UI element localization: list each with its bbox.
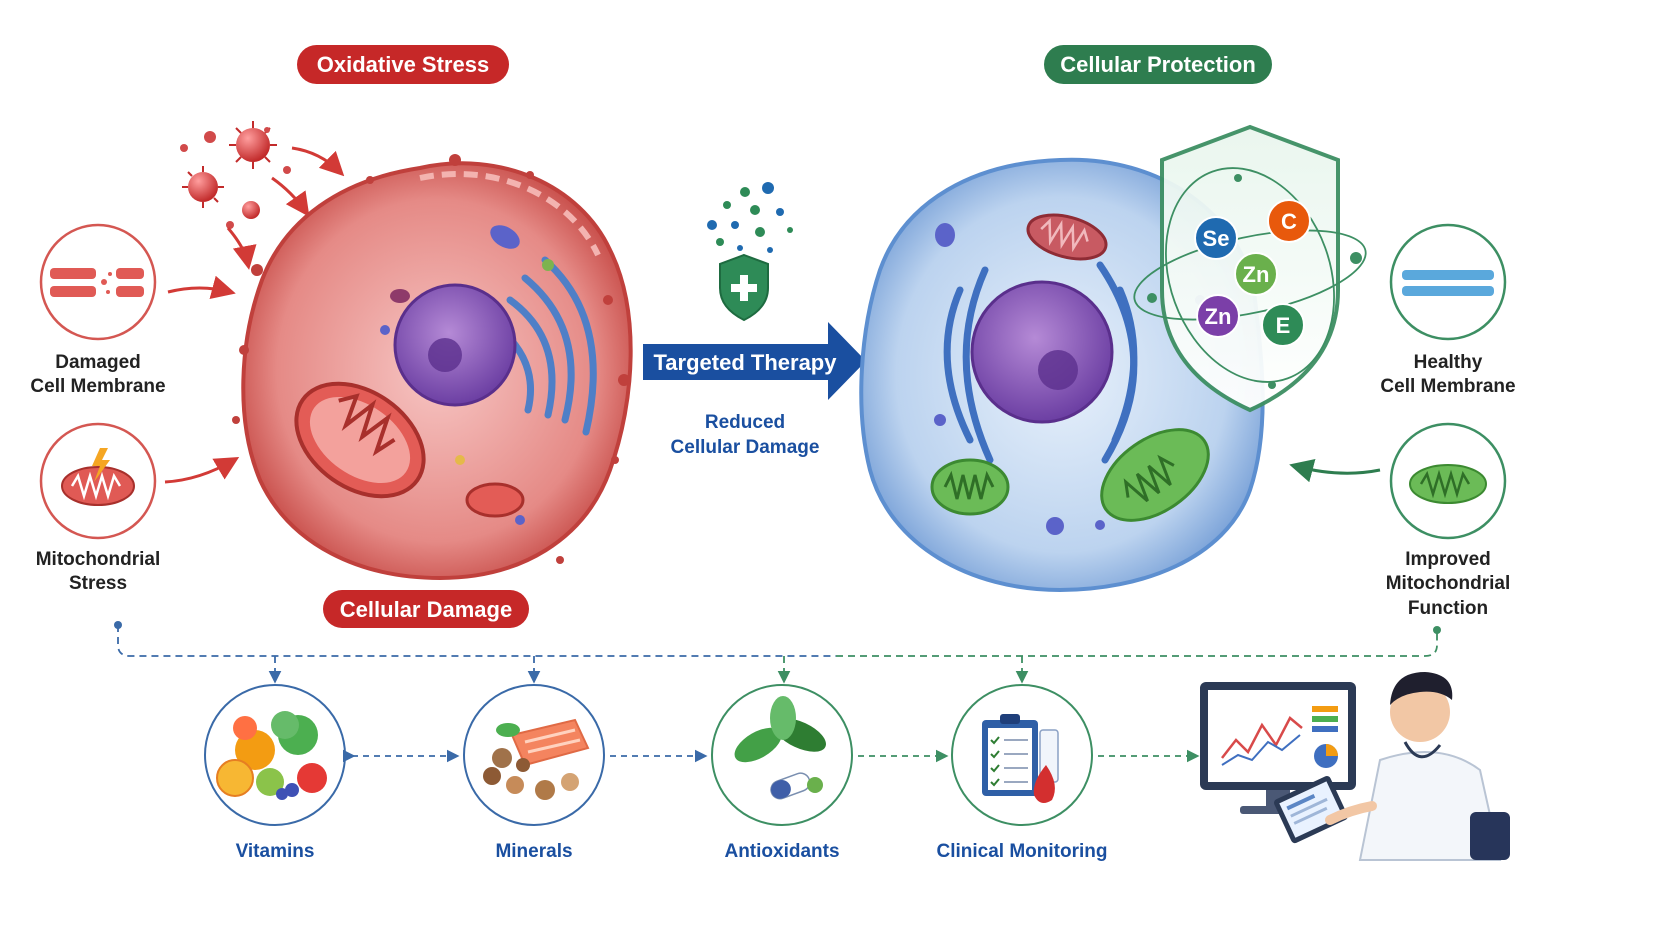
free-radicals [180, 121, 291, 229]
bottom-item-vitamins: Vitamins [204, 684, 346, 862]
nutrient-c-ball: C [1267, 199, 1311, 243]
shield-plus-icon [719, 253, 769, 322]
organelles [380, 225, 554, 525]
damaged-membrane-icon [50, 268, 144, 297]
healthy-membrane-node: Healthy Cell Membrane [1380, 223, 1516, 397]
clinical-monitoring-label: Clinical Monitoring [937, 841, 1108, 862]
free-radical-icon [229, 121, 277, 169]
nutrient-zn-ball: Zn [1196, 294, 1240, 338]
healthy-membrane-icon [1402, 270, 1494, 296]
leaves-capsule-icon [734, 696, 826, 800]
fruit-vegetables-icon [216, 711, 327, 800]
small-mitochondrion [465, 482, 525, 518]
radical-dot [264, 127, 270, 133]
nutrient-label: Se [1203, 226, 1230, 251]
nutrient-label: Zn [1243, 262, 1270, 287]
improved-mito-label-line1: Improved [1405, 549, 1491, 570]
healthy-nucleus [970, 280, 1114, 424]
improved-mito-label-line2: Mitochondrial [1386, 573, 1511, 594]
damaged-mitochondrion [294, 381, 426, 499]
nutrient-label: Zn [1205, 304, 1232, 329]
minerals-label: Minerals [495, 841, 572, 862]
healthy-mitochondrion [930, 458, 1010, 516]
improved-mito-node: Improved Mitochondrial Function [1386, 422, 1511, 619]
nutrient-label: C [1281, 209, 1297, 234]
radical-dot [204, 131, 216, 143]
damaged-membrane-label-line1: Damaged [55, 352, 141, 373]
nutrient-se-ball: Se [1194, 216, 1238, 260]
membrane-fragments [232, 154, 630, 564]
monitor-icon [1200, 682, 1356, 814]
therapy-particles [707, 182, 793, 253]
reduced-damage-line1: Reduced [705, 412, 785, 433]
healthy-mito-red [1026, 213, 1108, 261]
healthy-mitochondrion-icon [1409, 464, 1487, 504]
fish-nuts-icon [483, 718, 590, 800]
damaged-membrane-label-line2: Cell Membrane [30, 376, 165, 397]
nutrient-zn-ball: Zn [1234, 252, 1278, 296]
radical-dot [226, 221, 234, 229]
nutrient-e-ball: E [1261, 303, 1305, 347]
lightning-icon [92, 448, 110, 482]
reduced-damage-line2: Cellular Damage [671, 437, 820, 458]
free-radical-icon [182, 166, 224, 208]
antioxidants-label: Antioxidants [724, 841, 839, 862]
left-arrows [164, 275, 240, 484]
healthy-mitochondrion [1100, 428, 1210, 522]
connector-dot [1433, 626, 1441, 634]
cellular-damage-label: Cellular Damage [340, 597, 512, 622]
oxidative-stress-label: Oxidative Stress [317, 52, 489, 77]
mito-stress-label-line1: Mitochondrial [36, 549, 161, 570]
radical-dot [180, 144, 188, 152]
healthy-er [943, 261, 1138, 464]
stressed-mitochondrion-icon [61, 466, 135, 506]
targeted-therapy-arrow: Targeted Therapy [643, 322, 866, 400]
mito-stress-label-line2: Stress [69, 573, 127, 594]
damaged-membrane-node: Damaged Cell Membrane [30, 223, 166, 397]
tablet-icon [1273, 776, 1377, 844]
clinician-monitor-illustration [1200, 672, 1510, 861]
connector-dot [114, 621, 122, 629]
improved-mito-label-line3: Function [1408, 598, 1488, 619]
radical-dot [283, 166, 291, 174]
connector-lines [117, 625, 1438, 684]
radical-arrows [226, 146, 345, 270]
free-radical-icon [242, 201, 260, 219]
cellular-protection-header: Cellular Protection [1044, 45, 1272, 84]
healthy-membrane-label-line1: Healthy [1414, 352, 1483, 373]
green-arrow [1289, 459, 1381, 483]
mitochondrial-stress-node: Mitochondrial Stress [36, 422, 161, 594]
cellular-protection-label: Cellular Protection [1060, 52, 1256, 77]
targeted-therapy-label: Targeted Therapy [654, 350, 838, 375]
healthy-membrane-label-line2: Cell Membrane [1380, 376, 1515, 397]
atom-orbits [1133, 167, 1367, 383]
vitamins-label: Vitamins [236, 841, 315, 862]
clipboard-blood-icon [982, 714, 1059, 804]
cellular-damage-badge: Cellular Damage [323, 590, 529, 628]
nutrient-label: E [1276, 313, 1291, 338]
bottom-item-clinical-monitoring: Clinical Monitoring [937, 684, 1108, 862]
oxidative-stress-header: Oxidative Stress [297, 45, 509, 84]
clinician-figure [1358, 672, 1510, 861]
bottom-item-minerals: Minerals [463, 684, 605, 862]
orbit-electrons [1147, 174, 1362, 389]
bottom-item-antioxidants: Antioxidants [711, 684, 853, 862]
damaged-cell [232, 154, 633, 581]
